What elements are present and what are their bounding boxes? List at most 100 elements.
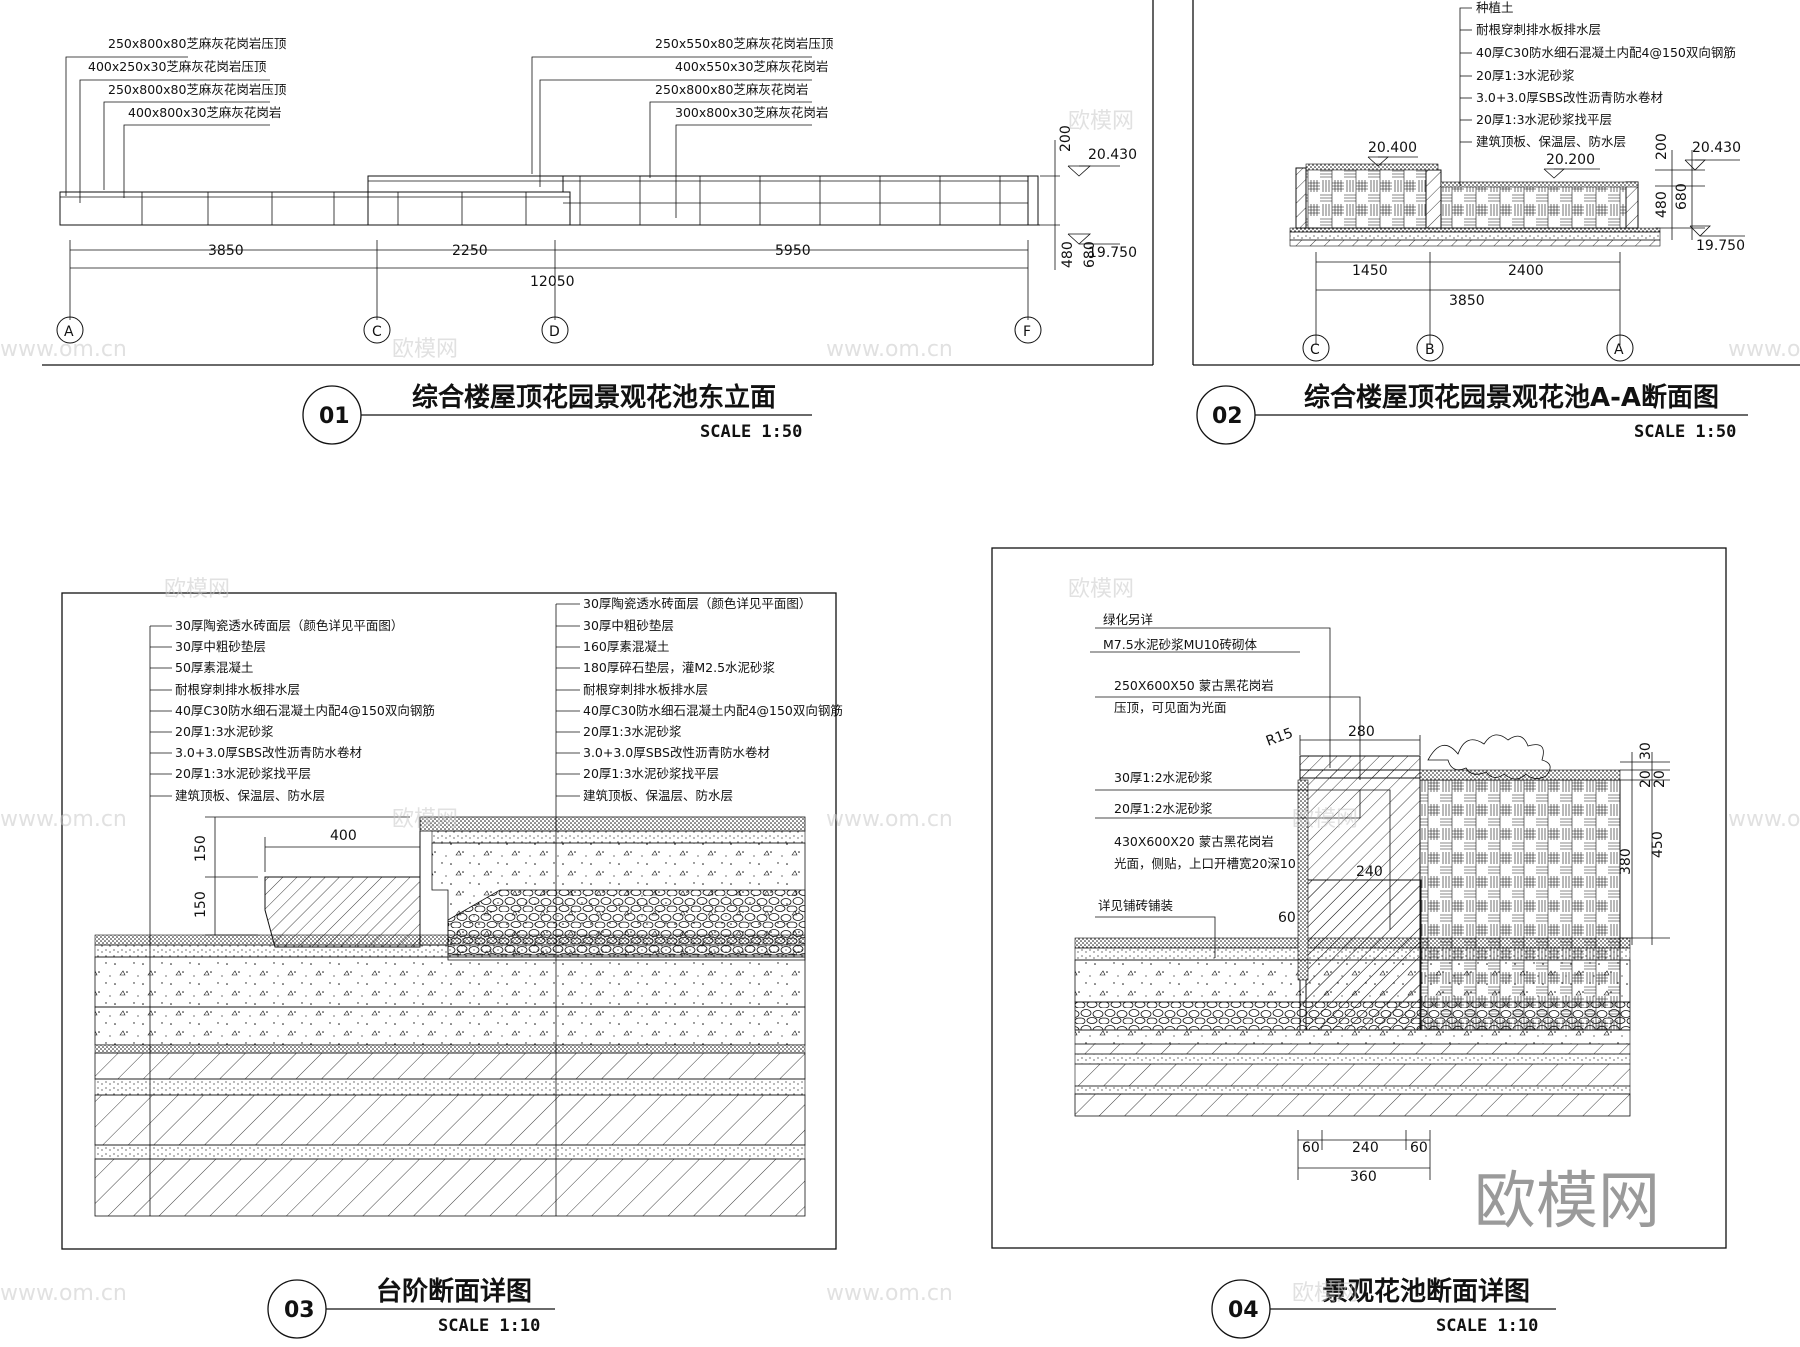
p2-axis-c: C <box>1310 342 1320 358</box>
panel-02-scale: SCALE 1:50 <box>1634 422 1736 442</box>
p1-note-right-3: 300x800x30芝麻灰花岗岩 <box>675 105 828 120</box>
p2-note-4: 3.0+3.0厚SBS改性沥青防水卷材 <box>1476 90 1663 105</box>
panel-01-drawing <box>42 0 1154 366</box>
p1-level-0: 20.430 <box>1088 147 1137 163</box>
p2-note-0: 种植土 <box>1476 0 1514 15</box>
p1-note-left-1: 400x250x30芝麻灰花岗岩压顶 <box>88 59 267 74</box>
p3-dim-2: 150 <box>193 891 209 918</box>
p4-note-0: 绿化另详 <box>1103 612 1153 627</box>
p3-note-right-6: 20厚1:3水泥砂浆 <box>583 724 682 739</box>
p1-note-left-3: 400x800x30芝麻灰花岗岩 <box>128 105 281 120</box>
watermark-brand-7: 欧模网 <box>1292 1281 1358 1306</box>
p3-note-left-0: 30厚陶瓷透水砖面层（颜色详见平面图） <box>175 618 403 633</box>
watermark-site-3: www.om.cn <box>1728 337 1800 362</box>
panel-04-title: 景观花池断面详图 <box>1322 1276 1530 1307</box>
p3-note-right-1: 30厚中粗砂垫层 <box>583 618 674 633</box>
p1-axis-f: F <box>1023 324 1031 340</box>
p4-note-3: 压顶，可见面为光面 <box>1114 700 1227 715</box>
p2-axis-b: B <box>1425 342 1435 358</box>
p2-level-0: 20.430 <box>1692 140 1741 156</box>
p4-note-2: 250X600X50 蒙古黑花岗岩 <box>1114 678 1274 693</box>
watermark-site-8: www.om.cn <box>826 1281 953 1306</box>
watermark-brand-6: 欧模网 <box>1292 807 1358 832</box>
p4-side-dim-3: 380 <box>1618 848 1634 875</box>
p2-level-top-0: 20.400 <box>1368 140 1417 156</box>
p4-note-6: 430X600X20 蒙古黑花岗岩 <box>1114 834 1274 849</box>
p1-dim-0: 3850 <box>208 243 244 259</box>
panel-01-scale: SCALE 1:50 <box>700 422 802 442</box>
p2-side-dim-1: 480 <box>1654 191 1670 218</box>
watermark-brand-4: 欧模网 <box>1068 577 1134 602</box>
p4-dim-5: 240 <box>1352 1140 1379 1156</box>
p3-note-left-5: 20厚1:3水泥砂浆 <box>175 724 274 739</box>
p3-note-right-5: 40厚C30防水细石混凝土内配4@150双向钢筋 <box>583 703 843 718</box>
p3-note-right-8: 20厚1:3水泥砂浆找平层 <box>583 766 719 781</box>
p1-note-right-1: 400x550x30芝麻灰花岗岩 <box>675 59 828 74</box>
panel-01-number: 01 <box>319 404 350 429</box>
watermark-brand-3: 欧模网 <box>164 577 230 602</box>
p1-note-right-2: 250x800x80芝麻灰花岗岩 <box>655 82 808 97</box>
p1-dim-3: 12050 <box>530 274 575 290</box>
p3-note-right-0: 30厚陶瓷透水砖面层（颜色详见平面图） <box>583 596 811 611</box>
p1-note-left-0: 250x800x80芝麻灰花岗岩压顶 <box>108 36 287 51</box>
watermark-site-2: www.om.cn <box>826 337 953 362</box>
watermark-site-6: www.om.cn <box>1728 807 1800 832</box>
watermark-brand-1: 欧模网 <box>392 337 458 362</box>
p4-note-4: 30厚1:2水泥砂浆 <box>1114 770 1213 785</box>
p1-side-dim-1: 480 <box>1060 241 1076 268</box>
panel-03-scale: SCALE 1:10 <box>438 1316 540 1336</box>
watermarks: www.om.cn www.om.cn www.om.cn www.om.cn … <box>0 109 1800 1306</box>
p4-note-1: M7.5水泥砂浆MU10砖砌体 <box>1103 637 1258 652</box>
p2-dim-2: 3850 <box>1449 293 1485 309</box>
panel-04-drawing <box>991 547 1727 1249</box>
p2-note-5: 20厚1:3水泥砂浆找平层 <box>1476 112 1612 127</box>
p3-dim-0: 400 <box>330 828 357 844</box>
p3-note-left-1: 30厚中粗砂垫层 <box>175 639 266 654</box>
p3-note-left-8: 建筑顶板、保温层、防水层 <box>175 788 325 803</box>
panel-01-title: 综合楼屋顶花园景观花池东立面 <box>412 382 776 413</box>
p2-dim-1: 2400 <box>1508 263 1544 279</box>
watermark-brand-large: 欧模网 <box>1474 1164 1660 1237</box>
p2-level-top-1: 20.200 <box>1546 152 1595 168</box>
panel-02-title: 综合楼屋顶花园景观花池A-A断面图 <box>1304 382 1719 413</box>
p1-level-1: 19.750 <box>1088 245 1137 261</box>
p3-note-right-2: 160厚素混凝土 <box>583 639 669 654</box>
p1-dim-1: 2250 <box>452 243 488 259</box>
p1-axis-a: A <box>64 324 74 340</box>
panel-04-scale: SCALE 1:10 <box>1436 1316 1538 1336</box>
panel-04-number: 04 <box>1228 1298 1259 1323</box>
p2-note-1: 耐根穿刺排水板排水层 <box>1476 22 1601 37</box>
p4-side-dim-1: 20 <box>1638 770 1654 788</box>
p4-dim-r15: R15 <box>1264 725 1295 749</box>
p3-note-left-6: 3.0+3.0厚SBS改性沥青防水卷材 <box>175 745 362 760</box>
p4-dim-7: 360 <box>1350 1169 1377 1185</box>
watermark-brand-5: 欧模网 <box>392 807 458 832</box>
p4-note-7: 光面，侧贴，上口开槽宽20深10 <box>1114 856 1296 871</box>
p3-note-left-3: 耐根穿刺排水板排水层 <box>175 682 300 697</box>
p1-note-right-0: 250x550x80芝麻灰花岗岩压顶 <box>655 36 834 51</box>
p4-note-8: 详见铺砖铺装 <box>1098 898 1173 913</box>
p4-side-dim-0: 30 <box>1638 742 1654 760</box>
p2-axis-a: A <box>1614 342 1624 358</box>
p3-note-right-7: 3.0+3.0厚SBS改性沥青防水卷材 <box>583 745 770 760</box>
p3-note-left-7: 20厚1:3水泥砂浆找平层 <box>175 766 311 781</box>
p1-note-left-2: 250x800x80芝麻灰花岗岩压顶 <box>108 82 287 97</box>
panel-03-number: 03 <box>284 1298 315 1323</box>
p3-note-right-9: 建筑顶板、保温层、防水层 <box>583 788 733 803</box>
p3-note-left-4: 40厚C30防水细石混凝土内配4@150双向钢筋 <box>175 703 435 718</box>
p3-note-right-4: 耐根穿刺排水板排水层 <box>583 682 708 697</box>
p4-dim-1: 280 <box>1348 724 1375 740</box>
p1-axis-c: C <box>372 324 382 340</box>
p2-note-3: 20厚1:3水泥砂浆 <box>1476 68 1575 83</box>
p2-side-dim-2: 680 <box>1674 183 1690 210</box>
panel-03-title: 台阶断面详图 <box>376 1276 532 1307</box>
p1-dim-2: 5950 <box>775 243 811 259</box>
p4-dim-4: 60 <box>1302 1140 1320 1156</box>
panel-02-drawing <box>1192 0 1800 366</box>
p2-note-6: 建筑顶板、保温层、防水层 <box>1476 134 1626 149</box>
p1-side-dim-2: 680 <box>1082 241 1098 268</box>
watermark-site-7: www.om.cn <box>0 1281 127 1306</box>
watermark-brand-2: 欧模网 <box>1068 109 1134 134</box>
watermark-site-5: www.om.cn <box>826 807 953 832</box>
p4-side-dim-2: 20 <box>1652 770 1668 788</box>
